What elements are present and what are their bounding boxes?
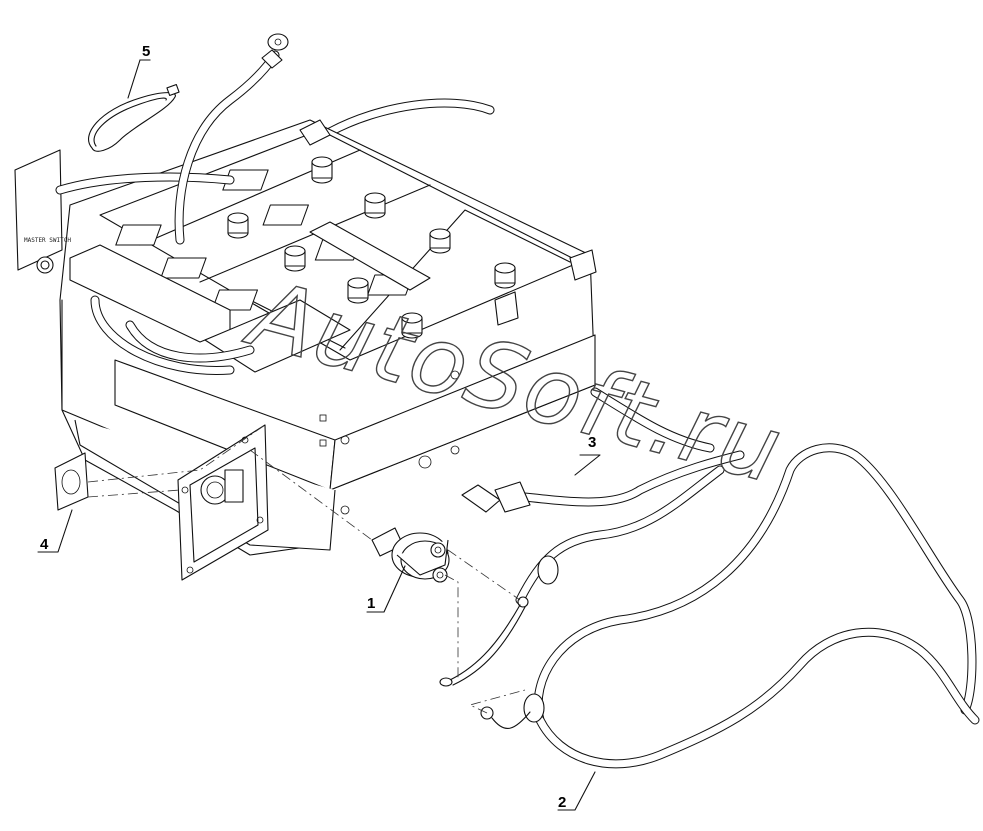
- part-3-cable-bundle: [439, 387, 745, 687]
- part-4-gasket: [54, 452, 89, 511]
- callout-label-1: 1: [367, 595, 375, 612]
- control-plate: MASTER SWITCH: [14, 149, 351, 375]
- callout-label-4: 4: [40, 536, 49, 553]
- callout-label-3: 3: [588, 434, 596, 451]
- callout-label-2: 2: [558, 794, 566, 811]
- plate-text: MASTER SWITCH: [24, 237, 71, 244]
- callout-4: 4: [37, 509, 73, 553]
- callout-5: 5: [139, 43, 151, 61]
- part-5-cable: [88, 59, 180, 152]
- callout-label-5: 5: [142, 43, 150, 60]
- part-2-main-cable: [480, 443, 980, 769]
- callout-2: 2: [557, 771, 596, 811]
- part-1-battery-switch: [371, 527, 450, 583]
- assembly-lines: [87, 424, 526, 714]
- relay-mount-plate: [177, 424, 269, 581]
- callout-1: 1: [366, 565, 406, 613]
- callout-3: 3: [574, 434, 601, 476]
- upper-cable: [174, 33, 289, 245]
